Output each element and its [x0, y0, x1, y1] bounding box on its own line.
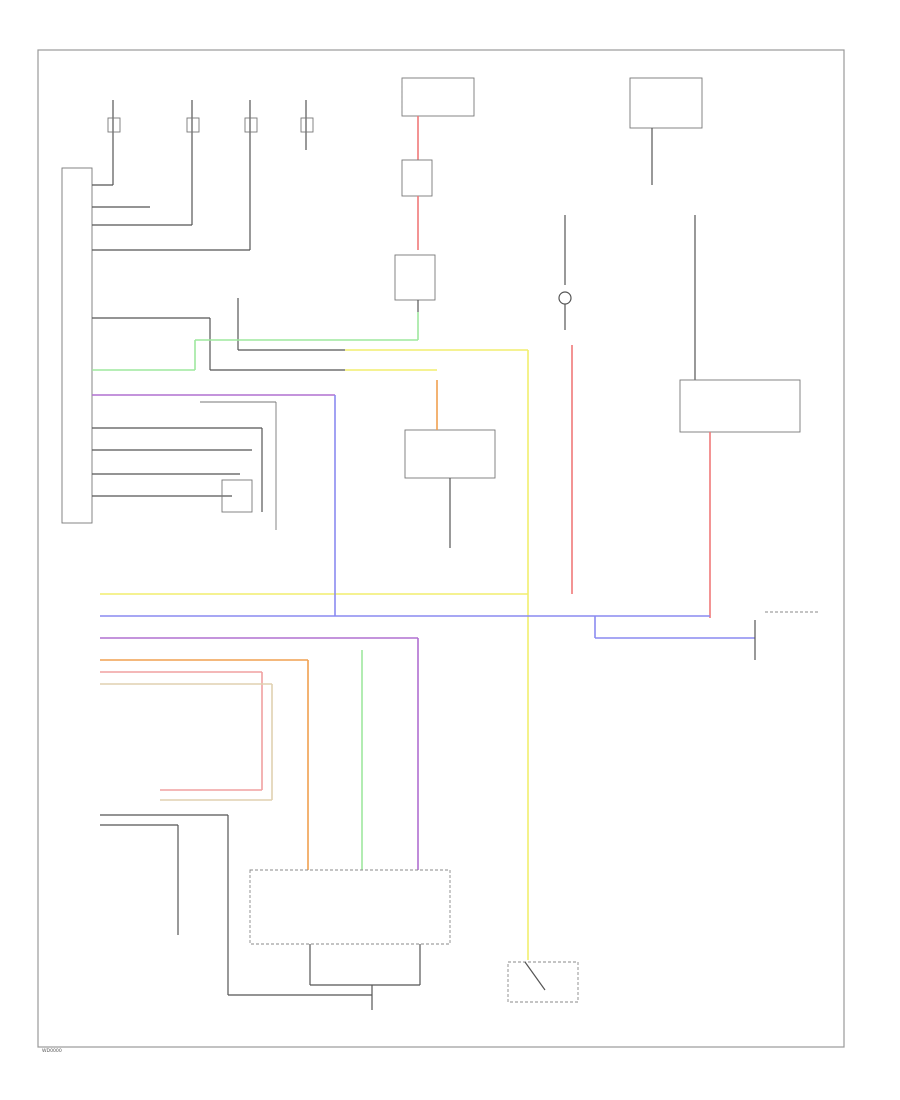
top-right-components — [558, 77, 801, 618]
lower-switch-module — [100, 814, 451, 1010]
bottom-right-switch — [507, 961, 579, 1003]
middle-switch — [404, 380, 496, 548]
right-connector — [754, 611, 820, 660]
fuse-group-top-left — [107, 100, 314, 250]
top-middle-components — [237, 77, 475, 351]
footer-code: WD0000 — [42, 1048, 62, 1054]
left-connector-module — [61, 167, 345, 530]
diagram-frame — [37, 49, 845, 1048]
